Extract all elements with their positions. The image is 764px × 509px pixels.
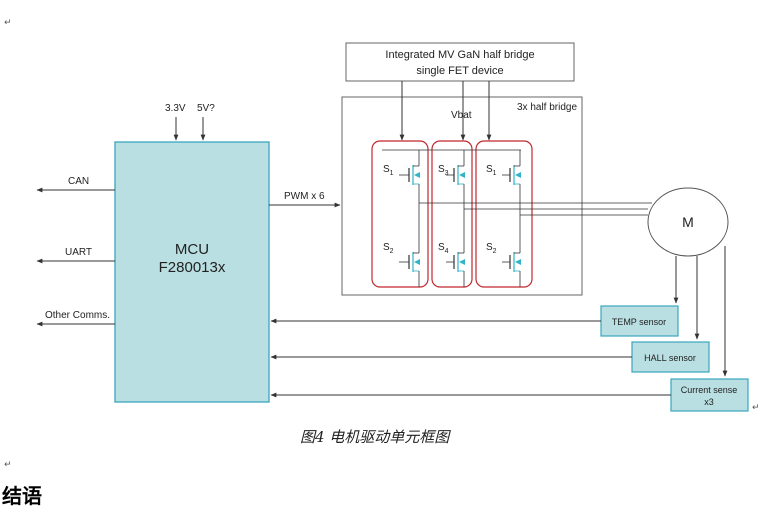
uart-label: UART [65,247,92,258]
bridge-outline-3 [475,140,533,288]
block-diagram: Integrated MV GaN half bridge single FET… [36,42,749,412]
bridge-outline-2 [431,140,473,288]
motor-label: M [682,214,694,230]
paragraph-mark: ↵ [752,403,760,413]
mcu-box [114,141,270,403]
pwm-label: PWM x 6 [284,191,325,202]
other-comms-label: Other Comms. [45,310,110,321]
vbat-label: Vbat [451,110,472,121]
current-sense-label-1: Current sense [681,385,738,395]
gan-device-box [345,42,575,82]
fet-s6-bottom [502,184,521,287]
current-sense-label-2: x3 [704,397,714,407]
temp-sensor-label: TEMP sensor [612,317,666,327]
hall-sensor-label: HALL sensor [644,353,696,363]
supply-5v-label: 5V? [197,103,215,114]
switch-label-3-top: S1 [486,164,497,177]
mcu-label-2: F280013x [159,259,226,276]
bridge-outline-1 [371,140,429,288]
fet-s3-top [446,150,465,185]
switch-label-1-bottom: S2 [383,242,394,255]
gan-device-label-1: Integrated MV GaN half bridge [385,49,534,61]
motor-circle [647,187,729,257]
switch-label-1-top: S1 [383,164,394,177]
half-bridge-label: 3x half bridge [517,102,577,113]
paragraph-mark: ↵ [4,460,12,470]
supply-3v3-label: 3.3V [165,103,186,114]
paragraph-mark: ↵ [4,18,12,28]
temp-sensor-box [600,305,679,337]
switch-label-3-bottom: S2 [486,242,497,255]
switch-label-2-top: S3 [438,164,449,177]
figure-caption: 图4 电机驱动单元框图 [300,428,450,446]
half-bridge-box [341,96,583,296]
section-heading: 结语 [2,484,42,508]
fet-s2-bottom [399,184,420,287]
fet-s1-top [399,150,420,185]
fet-s4-bottom [446,184,465,287]
fet-s5-top [502,150,521,185]
can-label: CAN [68,176,89,187]
gan-device-label-2: single FET device [416,65,503,77]
switch-label-2-bottom: S4 [438,242,449,255]
mcu-label-1: MCU [175,241,209,258]
current-sense-box [670,378,749,412]
